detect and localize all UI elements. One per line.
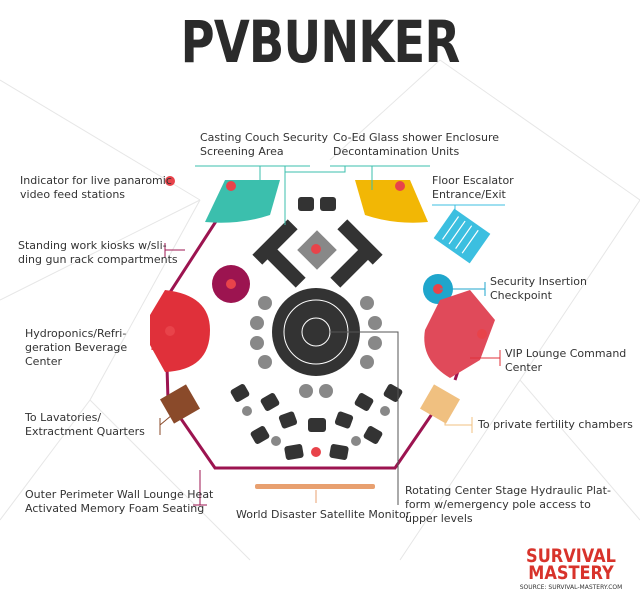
glass-shower-right [355, 180, 428, 223]
lavatories-door [160, 384, 200, 424]
rotating-center-stage [272, 288, 360, 376]
label-line: Extractment Quarters [25, 425, 145, 438]
label-line: To Lavatories/ [25, 411, 102, 424]
hydroponics-center [150, 290, 210, 372]
label-line: Standing work kiosks w/sli- [18, 239, 167, 252]
label-line: Center [25, 355, 63, 368]
background-network [0, 59, 640, 561]
label-line: Checkpoint [490, 289, 552, 302]
survival-mastery-logo: SURVIVAL MASTERY SOURCE: SURVIVAL-MASTER… [512, 545, 630, 592]
label-monitor: World Disaster Satellite Monitor [236, 508, 410, 522]
label-line: World Disaster Satellite Monitor [236, 508, 411, 521]
label-line: Activated Memory Foam Seating [25, 502, 205, 515]
label-line: Floor Escalator [432, 174, 514, 187]
page-title: PVBUNKER [180, 8, 461, 76]
label-line: To private fertility chambers [478, 418, 633, 431]
label-line: video feed stations [20, 188, 126, 201]
label-line: Decontamination Units [333, 145, 460, 158]
stools [242, 296, 390, 446]
label-line: Outer Perimeter Wall Lounge Heat [25, 488, 214, 501]
label-line: Screening Area [200, 145, 284, 158]
label-line: Co-Ed Glass shower Enclosure [333, 131, 500, 144]
label-line: ding gun rack compartments [18, 253, 178, 266]
label-line: form w/emergency pole access to [405, 498, 591, 511]
label-line: upper levels [405, 512, 473, 525]
label-line: Entrance/Exit [432, 188, 506, 201]
label-kiosks: Standing work kiosks w/sli-ding gun rack… [18, 239, 178, 267]
logo-source: SOURCE: SURVIVAL-MASTERY.COM [519, 584, 623, 591]
glass-shower-left [205, 180, 280, 223]
leader-lines [151, 165, 505, 506]
logo-line2: MASTERY [528, 562, 614, 584]
label-line: Center [505, 361, 543, 374]
logo-line1: SURVIVAL [526, 545, 616, 567]
label-line: Rotating Center Stage Hydraulic Plat- [405, 484, 611, 497]
fertility-door [420, 384, 460, 424]
label-lavatories: To Lavatories/Extractment Quarters [25, 411, 145, 439]
outer-perimeter-wall [163, 211, 447, 470]
label-line: Hydroponics/Refri- [25, 327, 127, 340]
vip-lounge [424, 290, 495, 378]
video-feed-indicators [165, 176, 487, 457]
label-fertility: To private fertility chambers [478, 418, 633, 432]
label-line: Indicator for live panaromic [20, 174, 172, 187]
label-line: Security Insertion [490, 275, 587, 288]
label-line: VIP Lounge Command [505, 347, 627, 360]
floor-escalator [433, 208, 491, 264]
label-stage: Rotating Center Stage Hydraulic Plat-for… [405, 484, 611, 526]
satellite-monitor [255, 484, 375, 489]
lounge-chairs [230, 384, 403, 460]
label-line: Casting Couch Security [200, 131, 329, 144]
casting-couch-sofas [252, 197, 383, 288]
label-line: geration Beverage [25, 341, 128, 354]
